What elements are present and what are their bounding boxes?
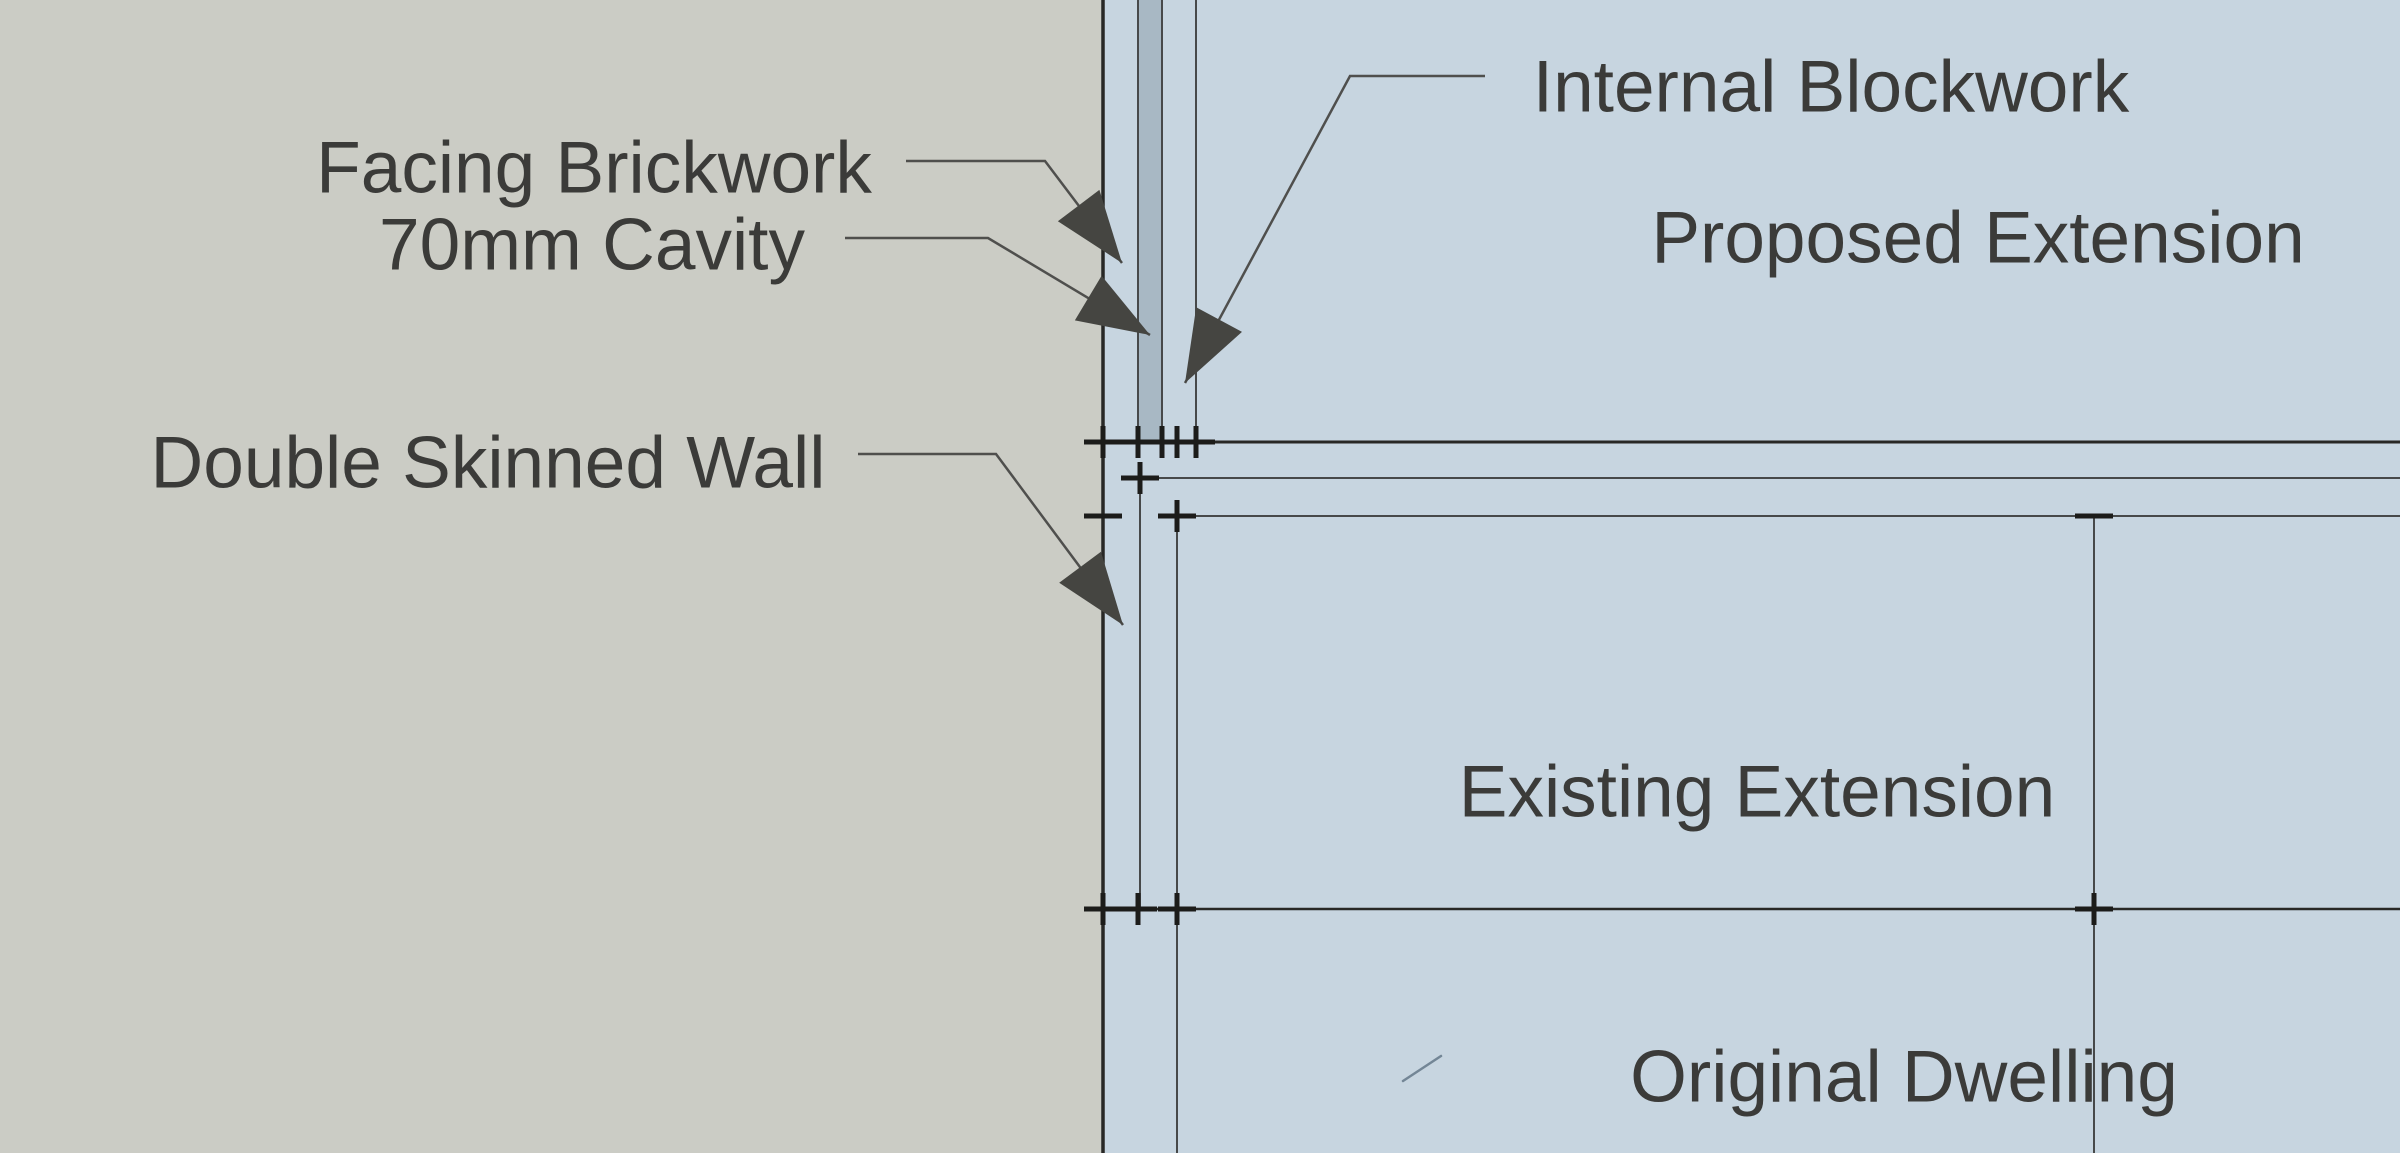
label-original-dwelling: Original Dwelling — [1630, 1036, 2178, 1118]
label-double-skinned-wall: Double Skinned Wall — [150, 422, 826, 504]
label-internal-blockwork: Internal Blockwork — [1532, 46, 2130, 128]
label-proposed-extension: Proposed Extension — [1651, 197, 2305, 279]
interior-rooms-region — [1103, 0, 2400, 1153]
label-facing-brickwork: Facing Brickwork — [316, 127, 872, 209]
label-70mm-cavity: 70mm Cavity — [379, 204, 805, 286]
label-existing-extension: Existing Extension — [1458, 751, 2056, 833]
